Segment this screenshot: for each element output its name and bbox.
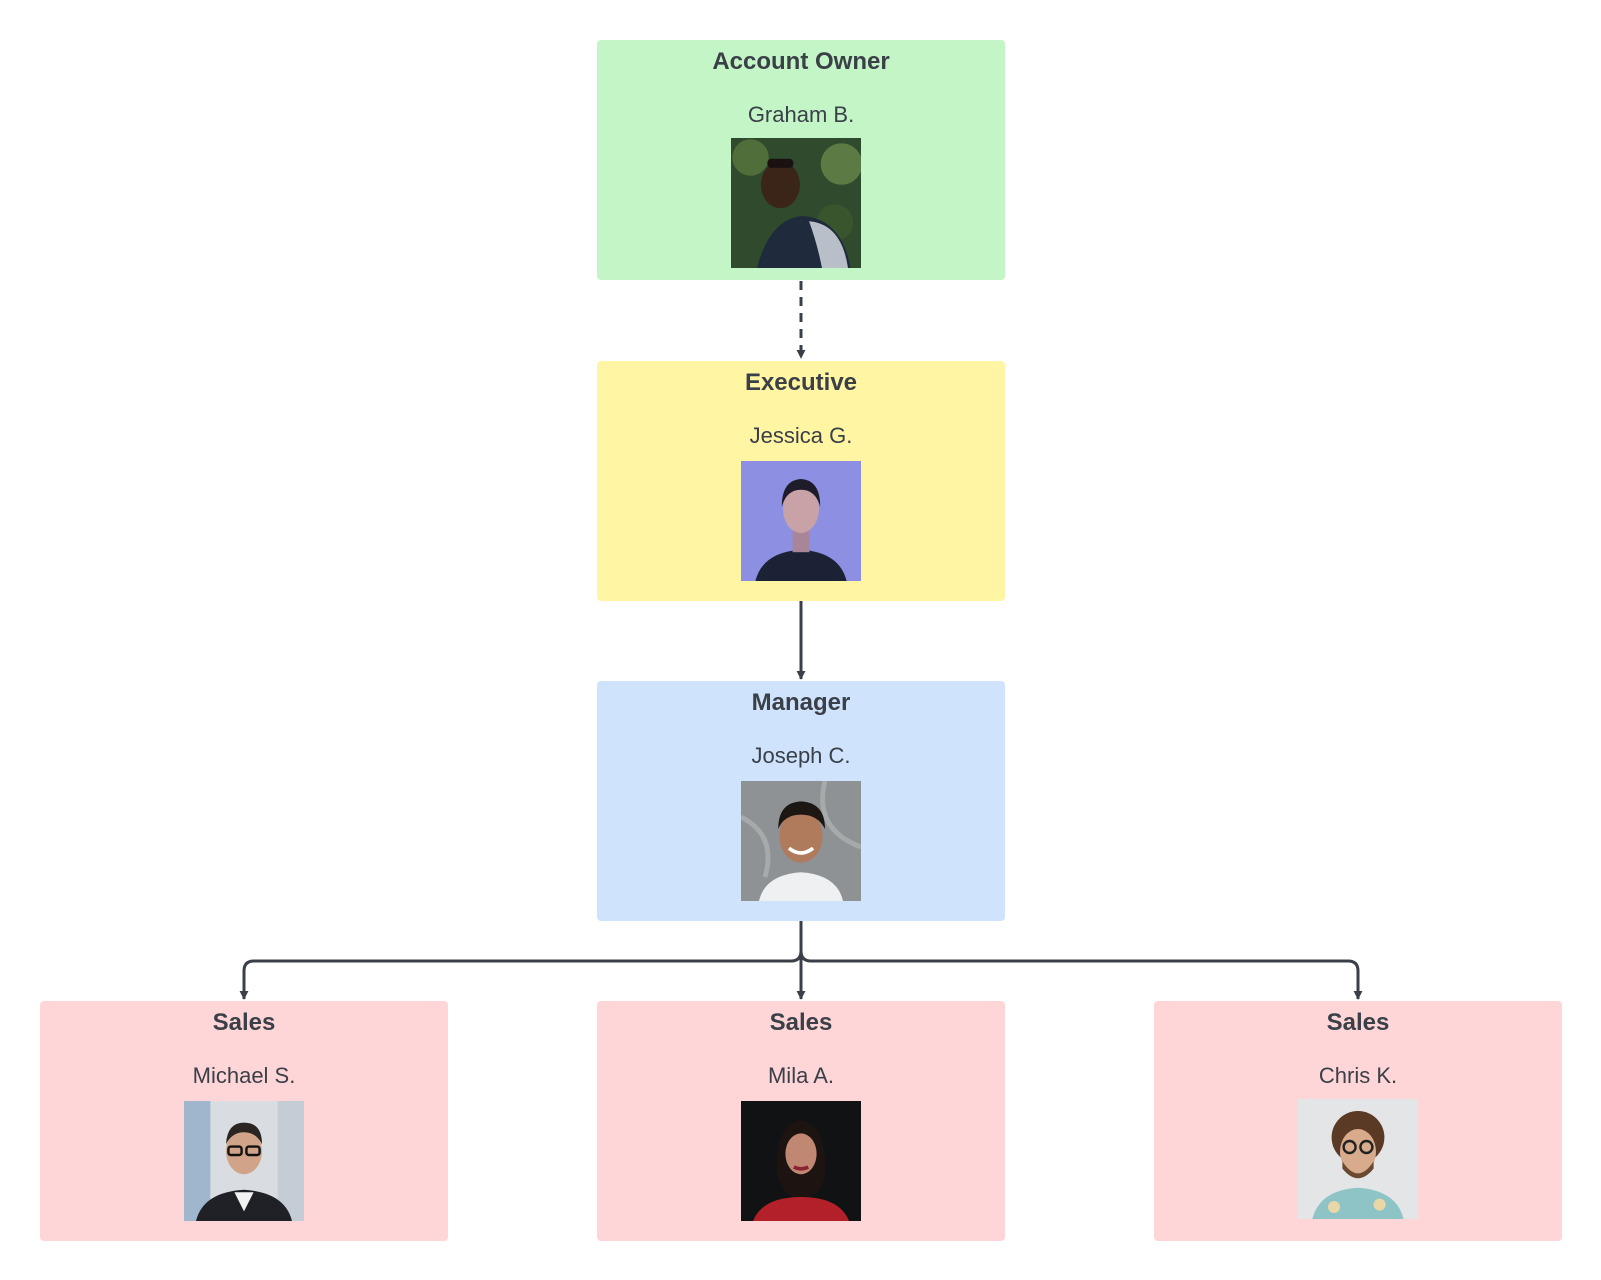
node-sales-2[interactable]: Sales Mila A. xyxy=(597,1001,1005,1241)
node-role: Sales xyxy=(769,1009,833,1036)
node-person-name: Jessica G. xyxy=(749,423,853,448)
node-person-name: Michael S. xyxy=(192,1063,296,1088)
person-photo-icon xyxy=(184,1101,304,1221)
person-photo-icon xyxy=(741,1101,861,1221)
edge-manager-to-sales-1 xyxy=(239,921,803,1000)
person-photo-icon xyxy=(1298,1099,1418,1219)
edge-manager-to-sales-3 xyxy=(799,921,1363,1000)
node-role: Manager xyxy=(751,689,851,716)
node-manager[interactable]: Manager Joseph C. xyxy=(597,681,1005,921)
node-person-name: Mila A. xyxy=(767,1063,835,1088)
node-role: Executive xyxy=(744,369,858,396)
node-sales-3[interactable]: Sales Chris K. xyxy=(1154,1001,1562,1241)
node-executive[interactable]: Executive Jessica G. xyxy=(597,361,1005,601)
node-account-owner[interactable]: Account Owner Graham B. xyxy=(597,40,1005,280)
node-sales-1[interactable]: Sales Michael S. xyxy=(40,1001,448,1241)
node-role: Account Owner xyxy=(712,48,890,75)
person-photo-icon xyxy=(741,781,861,901)
person-photo-icon xyxy=(741,461,861,581)
node-person-name: Chris K. xyxy=(1318,1063,1398,1088)
node-person-name: Joseph C. xyxy=(751,743,851,768)
node-person-name: Graham B. xyxy=(747,102,855,127)
node-role: Sales xyxy=(1326,1009,1390,1036)
node-role: Sales xyxy=(212,1009,276,1036)
person-photo-icon xyxy=(731,138,861,268)
